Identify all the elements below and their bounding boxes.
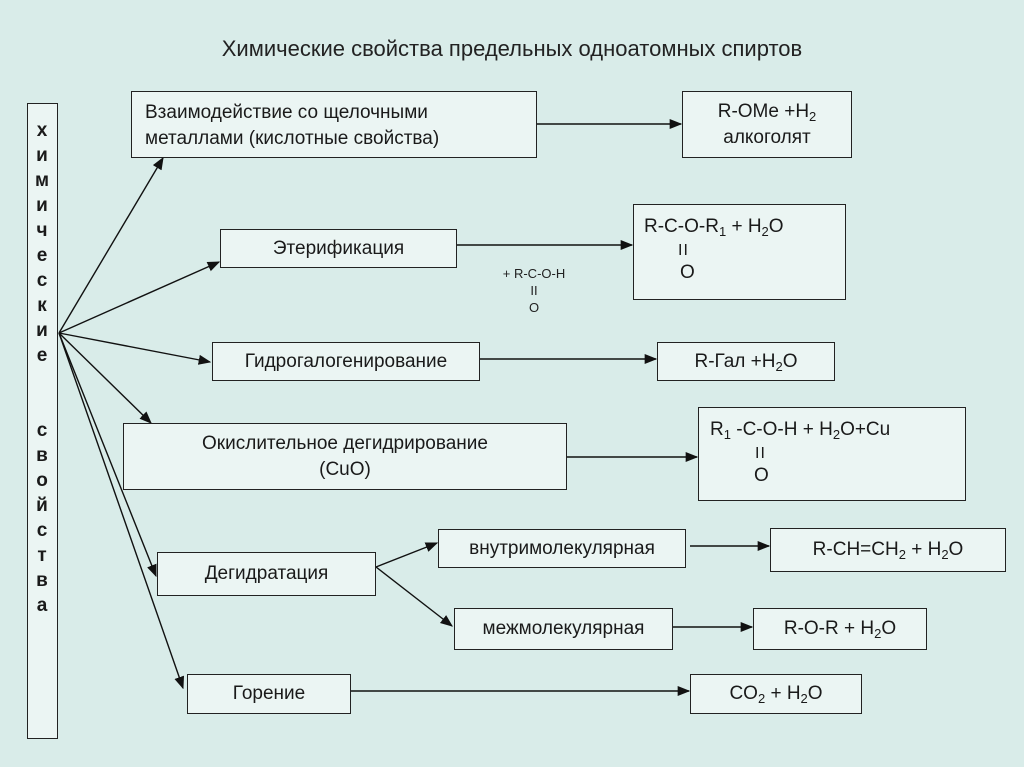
combustion-product-sub1: 2 bbox=[757, 691, 766, 706]
vertical-label-char: й bbox=[36, 495, 48, 516]
vertical-label-char: с bbox=[36, 420, 48, 441]
combustion-product-b: + H bbox=[765, 683, 801, 704]
arrow-to-ester bbox=[58, 261, 221, 334]
combustion-product-box: CO2 + H2O bbox=[690, 674, 862, 714]
hydro-product-sub: 2 bbox=[775, 358, 783, 374]
oxidation-product-double-bond: II bbox=[755, 445, 766, 462]
combustion-label: Горение bbox=[232, 683, 306, 704]
oxidation-product-c: O+Cu bbox=[840, 419, 891, 440]
arrow-dehydration-inter bbox=[375, 566, 453, 627]
ester-reagent-formula: + R-C-O-H bbox=[502, 266, 566, 281]
oxidation-product-box: R1 -C-O-H + H2O+Cu II O bbox=[698, 407, 966, 501]
alkali-product-sub: 2 bbox=[809, 108, 817, 124]
vertical-label-char: в bbox=[36, 445, 48, 466]
vertical-label-char: ч bbox=[36, 220, 48, 241]
alkali-line1: Взаимодействие со щелочными bbox=[145, 102, 428, 123]
vertical-label-char: с bbox=[36, 270, 48, 291]
oxidation-product-sub2: 2 bbox=[832, 427, 841, 442]
vertical-label-char: и bbox=[36, 145, 48, 166]
vertical-label-char: а bbox=[36, 595, 48, 616]
hydro-product-a: R-Гал +H bbox=[694, 350, 776, 372]
inter-product-sub: 2 bbox=[874, 626, 882, 641]
intra-product-box: R-CH=CH2 + H2O bbox=[770, 528, 1006, 572]
intra-product-sub2: 2 bbox=[941, 547, 949, 562]
dehydration-box: Дегидратация bbox=[157, 552, 376, 596]
alkali-product-box: R-OMe +H2 алкоголят bbox=[682, 91, 852, 158]
ester-reagent: + R-C-O-H II O bbox=[486, 265, 582, 316]
ester-reagent-double-bond: II bbox=[530, 283, 538, 298]
inter-product-b: O bbox=[881, 618, 897, 639]
ester-reagent-oxygen: O bbox=[528, 300, 540, 315]
dehydration-label: Дегидратация bbox=[204, 563, 329, 584]
esterification-box: Этерификация bbox=[220, 229, 457, 268]
vertical-label-char: е bbox=[36, 345, 48, 366]
intra-product-a: R-CH=CH bbox=[812, 539, 899, 560]
alkali-reaction-box: Взаимодействие со щелочными металлами (к… bbox=[131, 91, 537, 158]
vertical-label-char: т bbox=[37, 545, 47, 566]
vertical-label-char: х bbox=[36, 120, 48, 141]
oxidation-product-sub1: 1 bbox=[723, 427, 731, 442]
hydro-product-b: O bbox=[782, 350, 798, 372]
intermolecular-box: межмолекулярная bbox=[454, 608, 673, 650]
vertical-label-char: и bbox=[36, 320, 48, 341]
ester-product-b: + H bbox=[726, 216, 762, 237]
intermolecular-label: межмолекулярная bbox=[482, 618, 645, 639]
ester-product-box: R-C-O-R1 + H2O II O bbox=[633, 204, 846, 300]
arrow-to-hydrohalogenation bbox=[58, 332, 212, 365]
vertical-label-char: и bbox=[36, 195, 48, 216]
intramolecular-box: внутримолекулярная bbox=[438, 529, 686, 568]
ester-product-oxygen: O bbox=[680, 262, 696, 283]
oxidation-line2: (CuO) bbox=[319, 458, 371, 480]
ester-product-sub1: 1 bbox=[718, 224, 727, 239]
vertical-label-char: в bbox=[36, 570, 48, 591]
intra-product-c: O bbox=[948, 539, 964, 560]
ester-product-c: O bbox=[768, 216, 784, 237]
vertical-label-box: х и м и ч е с к и е с в о й с т в а bbox=[27, 103, 58, 739]
combustion-product-c: O bbox=[807, 683, 823, 704]
intramolecular-label: внутримолекулярная bbox=[469, 537, 655, 559]
inter-product-box: R-O-R + H2O bbox=[753, 608, 927, 650]
oxidation-product-oxygen: O bbox=[754, 465, 770, 486]
arrow-dehydration-intra bbox=[375, 542, 439, 568]
esterification-label: Этерификация bbox=[272, 237, 405, 259]
oxidation-line1: Окислительное дегидрирование bbox=[202, 432, 488, 454]
arrow-to-dehydration bbox=[58, 332, 157, 578]
oxidation-product-b: -C-O-H + H bbox=[730, 419, 833, 440]
ester-product-a: R-C-O-R bbox=[644, 216, 719, 237]
hydro-product-box: R-Гал +H2O bbox=[657, 342, 835, 381]
vertical-label-char: м bbox=[34, 170, 50, 191]
vertical-label-char: е bbox=[36, 245, 48, 266]
alkali-product-name: алкоголят bbox=[723, 126, 811, 148]
intra-product-sub1: 2 bbox=[898, 547, 906, 562]
arrow-to-oxidation bbox=[58, 332, 152, 424]
combustion-box: Горение bbox=[187, 674, 351, 714]
oxidation-product-a: R bbox=[710, 419, 724, 440]
arrow-to-combustion bbox=[58, 332, 185, 690]
vertical-label-char: с bbox=[36, 520, 48, 541]
combustion-product-a: CO bbox=[729, 683, 758, 704]
hydrohalogenation-label: Гидрогалогенирование bbox=[244, 350, 448, 372]
diagram-title: Химические свойства предельных одноатомн… bbox=[221, 36, 803, 61]
hydrohalogenation-box: Гидрогалогенирование bbox=[212, 342, 480, 381]
ester-product-sub2: 2 bbox=[761, 224, 769, 239]
vertical-label-char: о bbox=[36, 470, 48, 491]
ester-product-double-bond: II bbox=[678, 242, 689, 259]
oxidation-box: Окислительное дегидрирование (CuO) bbox=[123, 423, 567, 490]
arrow-to-alkali bbox=[58, 156, 164, 334]
combustion-product-sub2: 2 bbox=[800, 691, 808, 706]
vertical-label-char: к bbox=[37, 295, 47, 316]
alkali-product-formula: R-OMe +H bbox=[717, 100, 810, 122]
intra-product-b: + H bbox=[905, 539, 942, 560]
inter-product-a: R-O-R + H bbox=[783, 618, 875, 639]
alkali-line2: металлами (кислотные свойства) bbox=[145, 128, 440, 149]
